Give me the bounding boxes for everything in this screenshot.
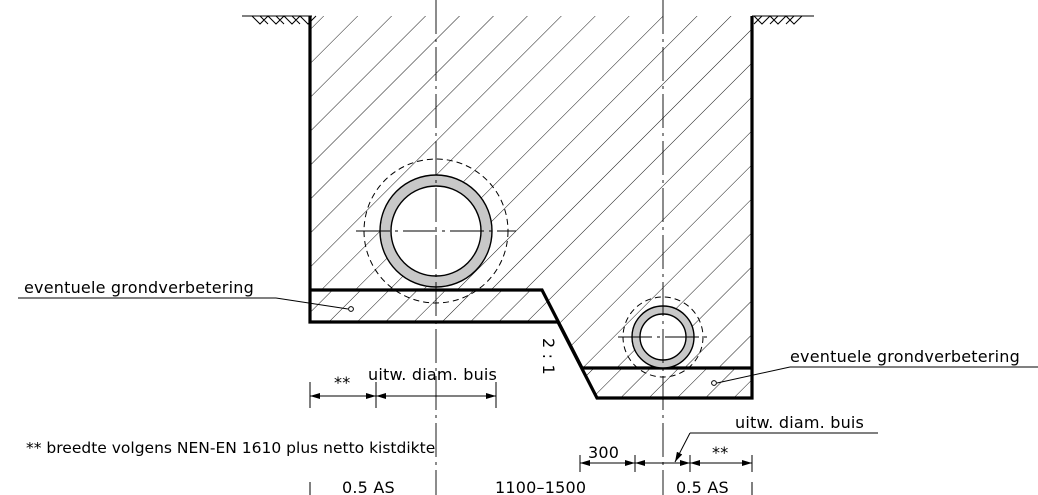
dimension-bottom	[309, 482, 753, 495]
soil-improvement-layer-left	[310, 290, 558, 322]
label-inner-diameter-right: uitw. diam. buis	[735, 413, 864, 432]
leader-left	[18, 297, 354, 312]
ground-surface-right	[752, 15, 814, 25]
footnote: ** breedte volgens NEN-EN 1610 plus nett…	[26, 439, 435, 457]
ground-surface-left	[242, 15, 317, 25]
large-pipe	[356, 158, 516, 304]
dimension-left	[309, 382, 497, 408]
dim-width-note-left: **	[334, 373, 350, 392]
label-soil-improvement-left: eventuele grondverbetering	[24, 278, 254, 297]
dim-half-as-left: 0.5 AS	[342, 478, 395, 495]
dimension-right	[579, 432, 878, 472]
label-inner-diameter-left: uitw. diam. buis	[368, 365, 497, 384]
soil-improvement-layer-right	[582, 368, 752, 398]
label-slope: 2 : 1	[539, 338, 558, 375]
leader-right	[711, 366, 1038, 386]
label-soil-improvement-right: eventuele grondverbetering	[790, 347, 1020, 366]
dim-half-as-right: 0.5 AS	[676, 478, 729, 495]
dim-width-note-right: **	[712, 443, 728, 462]
dim-axis-distance: 1100–1500	[495, 478, 586, 495]
dim-clearance: 300	[588, 443, 619, 462]
